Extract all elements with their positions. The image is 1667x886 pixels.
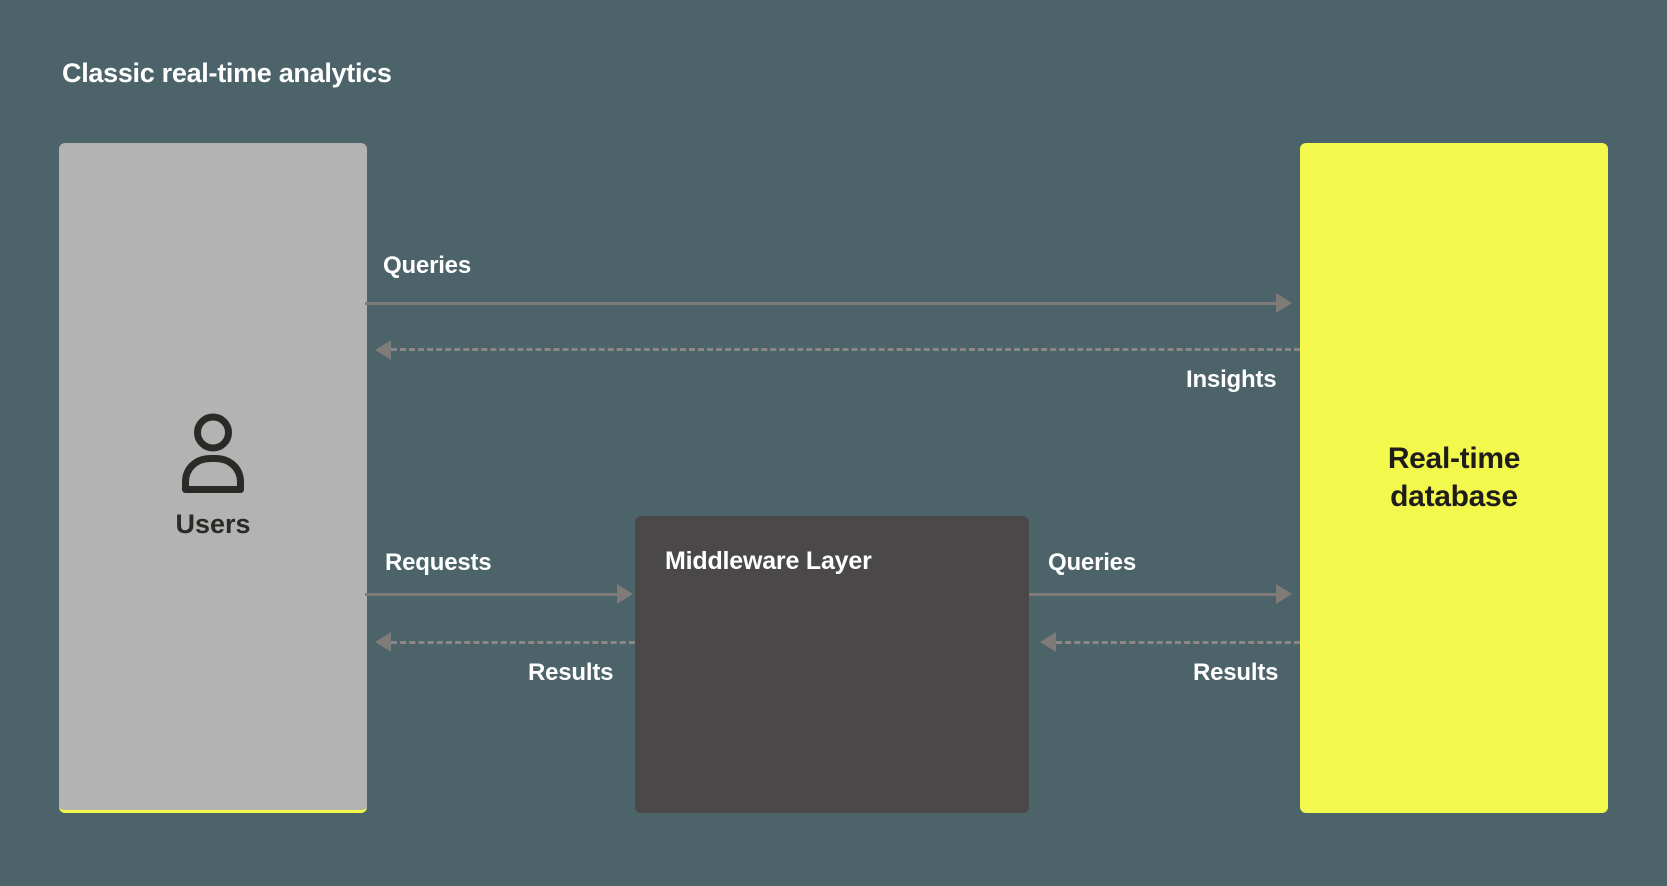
arrow-line-database-to-middleware xyxy=(1056,641,1300,644)
label-results-middleware-to-users: Results xyxy=(528,659,614,686)
label-requests-users-to-middleware: Requests xyxy=(385,549,492,576)
node-middleware: Middleware Layer xyxy=(635,516,1029,813)
arrowhead-right-icon xyxy=(1276,584,1292,604)
node-database: Real-time database xyxy=(1300,143,1608,813)
middleware-label: Middleware Layer xyxy=(665,547,872,575)
arrowhead-left-icon xyxy=(375,632,391,652)
node-users: Users xyxy=(59,143,367,813)
database-label-line1: Real-time xyxy=(1387,442,1521,476)
arrowhead-right-icon xyxy=(1276,293,1292,313)
arrowhead-left-icon xyxy=(375,340,391,360)
database-label: Real-time database xyxy=(1387,440,1521,516)
arrow-line-database-to-users xyxy=(391,348,1300,351)
arrowhead-left-icon xyxy=(1040,632,1056,652)
arrowhead-right-icon xyxy=(617,584,633,604)
arrow-line-users-to-database xyxy=(365,302,1276,305)
users-label: Users xyxy=(175,509,251,539)
label-queries-users-to-database: Queries xyxy=(383,252,471,279)
arrow-line-middleware-to-users xyxy=(391,641,635,644)
person-icon xyxy=(182,413,244,493)
label-results-database-to-middleware: Results xyxy=(1193,659,1279,686)
label-insights-database-to-users: Insights xyxy=(1186,366,1277,393)
arrow-line-middleware-to-database xyxy=(1029,593,1276,596)
label-queries-middleware-to-database: Queries xyxy=(1048,549,1136,576)
database-label-line2: database xyxy=(1390,480,1518,513)
diagram-title: Classic real-time analytics xyxy=(62,58,392,88)
arrow-line-users-to-middleware xyxy=(365,593,617,596)
